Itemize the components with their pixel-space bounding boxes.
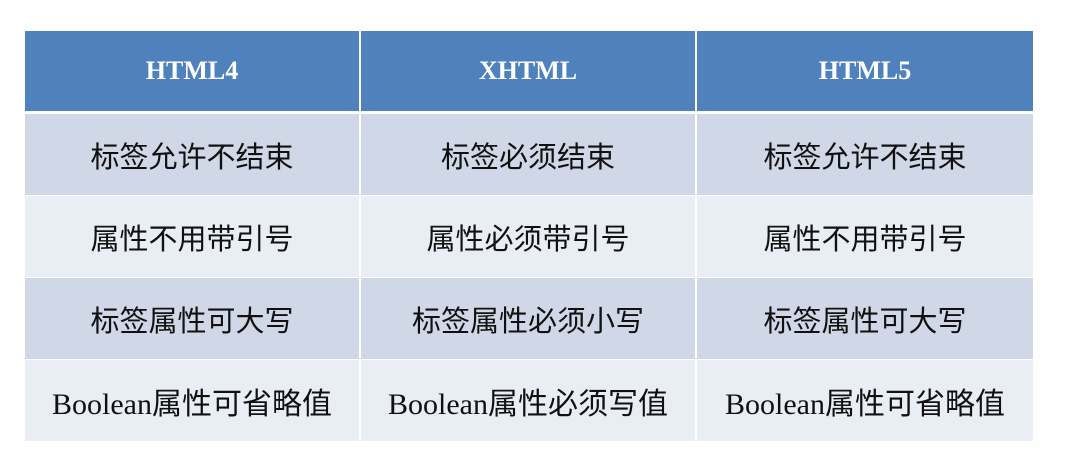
table-row: Boolean属性可省略值 Boolean属性必须写值 Boolean属性可省略… <box>25 360 1033 442</box>
table-row: 标签允许不结束 标签必须结束 标签允许不结束 <box>25 114 1033 196</box>
table-cell: 属性不用带引号 <box>25 196 361 277</box>
comparison-table: HTML4 XHTML HTML5 标签允许不结束 标签必须结束 标签允许不结束… <box>25 31 1033 442</box>
header-cell-html4: HTML4 <box>25 31 361 111</box>
table-row: 标签属性可大写 标签属性必须小写 标签属性可大写 <box>25 278 1033 360</box>
table-cell: Boolean属性可省略值 <box>725 387 1005 421</box>
table-row: 属性不用带引号 属性必须带引号 属性不用带引号 <box>25 196 1033 278</box>
table-cell: 属性不用带引号 <box>763 221 967 256</box>
table-cell: 属性必须带引号 <box>361 196 697 277</box>
table-cell: 标签属性可大写 <box>763 303 967 338</box>
table-cell: Boolean属性必须写值 <box>361 360 697 441</box>
table-cell: 标签属性必须小写 <box>361 278 697 359</box>
table-cell: 标签允许不结束 <box>25 114 361 195</box>
table-cell: 标签允许不结束 <box>763 139 967 174</box>
header-cell-xhtml: XHTML <box>361 31 697 111</box>
header-cell-html5: HTML5 <box>818 56 912 85</box>
table-cell: 标签属性可大写 <box>25 278 361 359</box>
table-cell: Boolean属性可省略值 <box>25 360 361 441</box>
table-header-row: HTML4 XHTML HTML5 <box>25 31 1033 114</box>
table-cell: 标签必须结束 <box>361 114 697 195</box>
